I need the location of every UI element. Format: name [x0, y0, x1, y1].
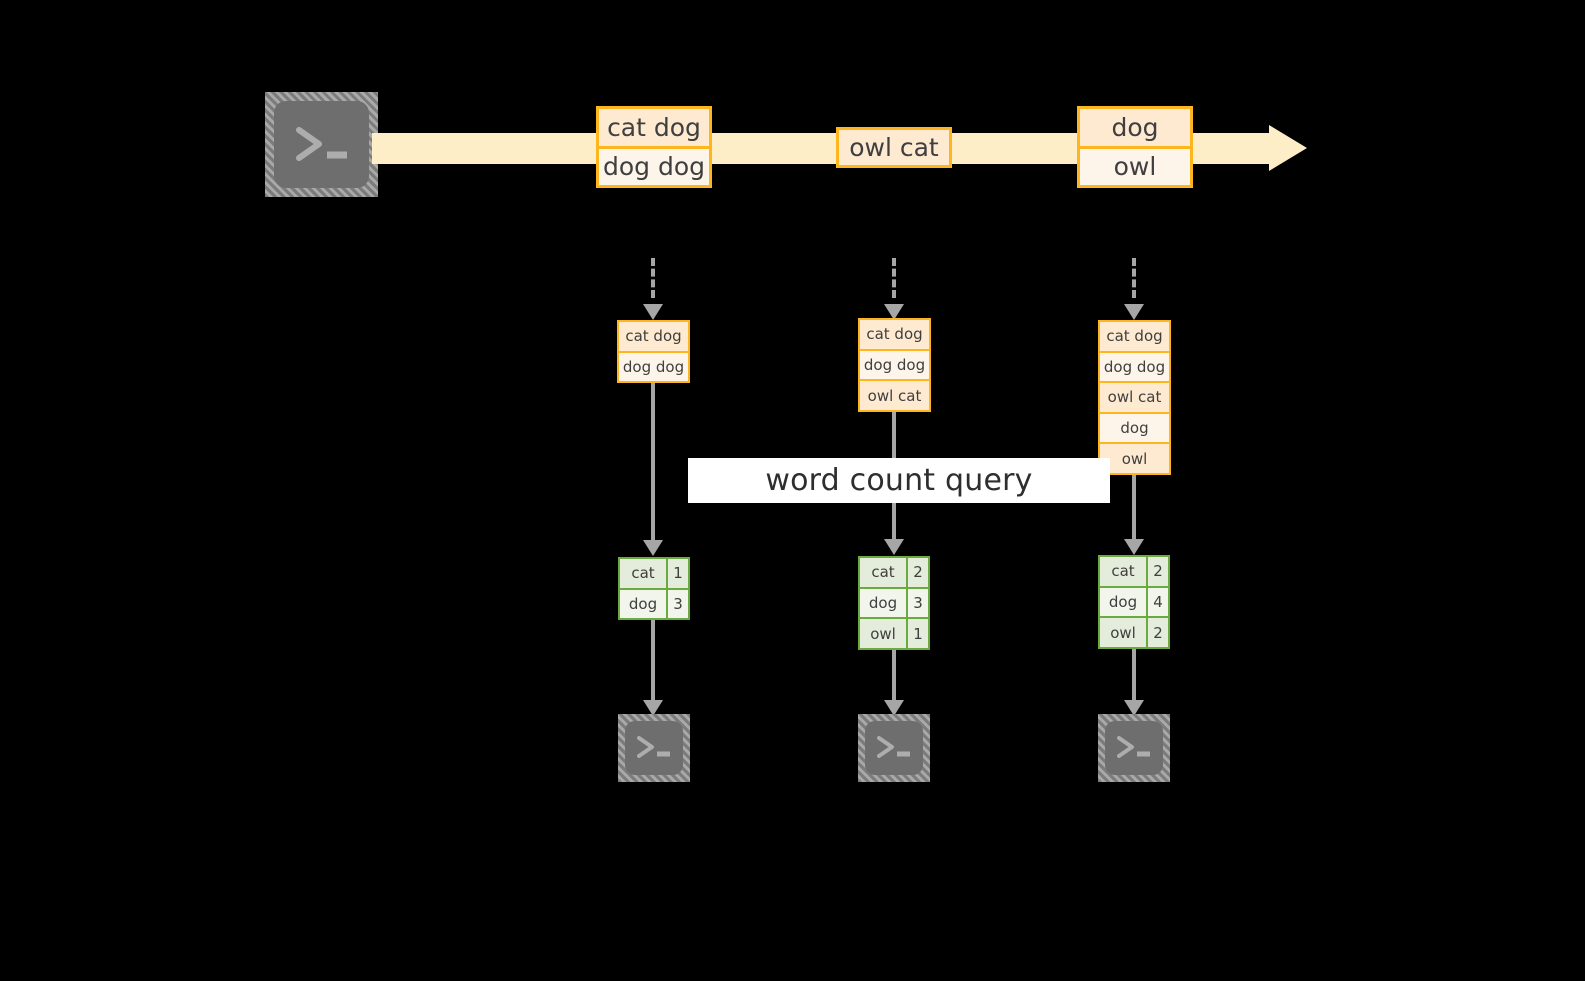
- cell-word: cat: [860, 558, 906, 587]
- source-terminal-icon: [265, 92, 378, 197]
- snapshot-2-input-stack[interactable]: cat dog dog dog owl cat: [858, 318, 931, 412]
- snapshot-3-input-stack[interactable]: cat dog dog dog owl cat dog owl: [1098, 320, 1171, 475]
- snapshot-1-sink-terminal-icon: [618, 714, 690, 782]
- table-row: owl 1: [860, 617, 928, 649]
- terminal-prompt-glyph: [265, 92, 378, 197]
- stack-row: owl cat: [860, 379, 929, 411]
- cell-count: 1: [906, 619, 928, 649]
- terminal-prompt-glyph: [618, 714, 690, 782]
- arrow-event1-to-snapshot1: [633, 258, 673, 320]
- snapshot-2-result-table[interactable]: cat 2 dog 3 owl 1: [858, 556, 930, 650]
- arrow-snapshot3-input-to-result: [1114, 475, 1154, 555]
- snapshot-2-sink-terminal-icon: [858, 714, 930, 782]
- table-row: cat 1: [620, 559, 688, 588]
- cell-word: owl: [860, 619, 906, 649]
- snapshot-3-result-table[interactable]: cat 2 dog 4 owl 2: [1098, 555, 1170, 649]
- cell-word: dog: [1100, 587, 1146, 617]
- stack-row: dog dog: [1100, 350, 1169, 382]
- cell-count: 2: [1146, 618, 1168, 648]
- stack-row: dog: [1100, 411, 1169, 443]
- snapshot-1-input-stack[interactable]: cat dog dog dog: [617, 320, 690, 383]
- record-line: owl cat: [839, 130, 949, 165]
- arrow-snapshot3-result-to-sink: [1114, 649, 1154, 716]
- table-row: owl 2: [1100, 616, 1168, 648]
- terminal-screen: [865, 721, 923, 775]
- timeline-event-2[interactable]: owl cat: [836, 127, 952, 168]
- arrow-snapshot2-result-to-sink: [874, 650, 914, 716]
- table-row: dog 3: [620, 587, 688, 618]
- snapshot-3-sink-terminal-icon: [1098, 714, 1170, 782]
- terminal-prompt-glyph: [1098, 714, 1170, 782]
- stack-row: owl cat: [1100, 381, 1169, 412]
- cell-word: owl: [1100, 618, 1146, 648]
- stack-row: owl: [1100, 442, 1169, 473]
- stack-row: cat dog: [619, 322, 688, 351]
- cell-count: 2: [1146, 557, 1168, 586]
- terminal-screen: [274, 101, 369, 188]
- record-line: owl: [1080, 145, 1190, 185]
- timeline-event-3[interactable]: dog owl: [1077, 106, 1193, 188]
- arrow-snapshot1-result-to-sink: [633, 620, 673, 716]
- cell-count: 2: [906, 558, 928, 587]
- arrow-snapshot1-input-to-result: [633, 383, 673, 556]
- cell-word: dog: [860, 588, 906, 618]
- arrow-event3-to-snapshot3: [1114, 258, 1154, 320]
- snapshot-1-result-table[interactable]: cat 1 dog 3: [618, 557, 690, 620]
- cell-count: 3: [666, 589, 688, 618]
- cell-word: dog: [620, 589, 666, 618]
- stack-row: cat dog: [860, 320, 929, 349]
- stack-row: dog dog: [619, 350, 688, 381]
- stack-row: cat dog: [1100, 322, 1169, 351]
- terminal-screen: [1105, 721, 1163, 775]
- query-label: word count query: [688, 458, 1110, 503]
- arrow-right-icon: [1269, 125, 1307, 171]
- terminal-screen: [625, 721, 683, 775]
- timeline-event-1[interactable]: cat dog dog dog: [596, 106, 712, 188]
- table-row: cat 2: [860, 558, 928, 587]
- stack-row: dog dog: [860, 348, 929, 380]
- cell-word: cat: [620, 559, 666, 588]
- terminal-prompt-glyph: [858, 714, 930, 782]
- table-row: cat 2: [1100, 557, 1168, 586]
- cell-word: cat: [1100, 557, 1146, 586]
- cell-count: 4: [1146, 587, 1168, 617]
- record-line: dog dog: [599, 145, 709, 185]
- record-line: cat dog: [599, 109, 709, 146]
- cell-count: 3: [906, 588, 928, 618]
- cell-count: 1: [666, 559, 688, 588]
- table-row: dog 4: [1100, 585, 1168, 617]
- table-row: dog 3: [860, 586, 928, 618]
- arrow-event2-to-snapshot2: [874, 258, 914, 320]
- record-line: dog: [1080, 109, 1190, 146]
